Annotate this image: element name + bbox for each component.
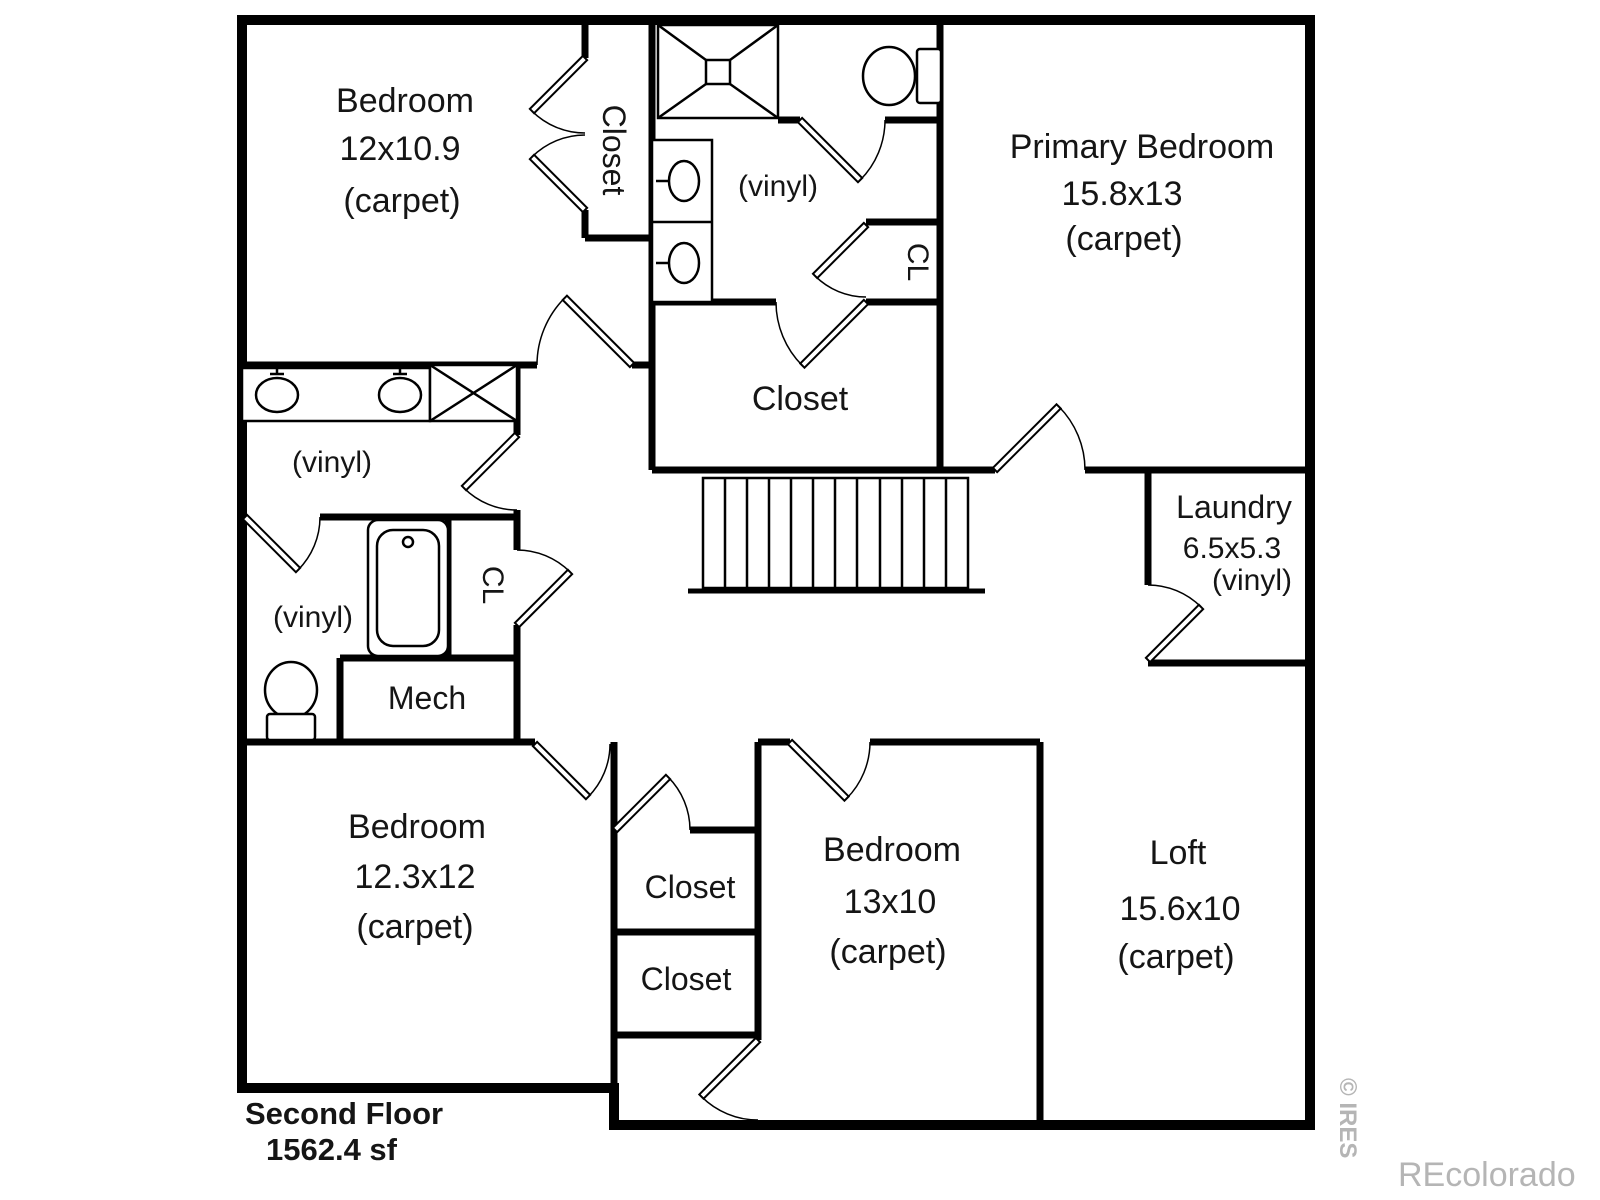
door-swing-arc [463,487,518,511]
label-closet-cl-top: CL [901,243,934,281]
label-primary-closet: Closet [752,380,849,418]
door-swing-arc [814,275,867,298]
door-swing-arc [775,301,803,367]
linen-cabinet [428,363,519,423]
label-bedroom-bottom-middle-floor: (carpet) [829,933,946,971]
label-closet-hall-lower: Closet [641,961,732,997]
label-bedroom-bottom-left-dims: 12.3x12 [355,858,476,896]
label-laundry-dims: 6.5x5.3 [1183,532,1281,565]
label-bedroom-top-left-name: Bedroom [336,82,474,120]
door-panel [991,402,1063,474]
door-panel [531,740,592,801]
door-swing-arc [859,119,886,181]
label-laundry-name: Laundry [1176,489,1292,525]
door-panel [1144,603,1205,664]
label-primary-bedroom-floor: (carpet) [1065,220,1182,258]
watermarks: © IRES REcolorado [1334,1078,1576,1194]
door-panel [528,54,589,115]
door-swing-arc [531,110,586,134]
door-panel [697,1036,762,1101]
label-bedroom-bottom-middle-dims: 13x10 [844,883,937,921]
vanity-double-sink [240,366,432,423]
door-panel [611,773,672,834]
toilet-lower-bath [263,660,319,742]
door-panel [798,298,870,370]
watermark-ires: © IRES [1334,1078,1361,1158]
label-bedroom-top-left-floor: (carpet) [343,182,460,220]
room-labels: Bedroom 12x10.9 (carpet) Closet (vinyl) … [273,82,1292,997]
label-primary-bedroom-name: Primary Bedroom [1010,128,1275,166]
door-panel [528,153,589,214]
label-closet-top-left: Closet [596,105,632,196]
door-panel [811,221,870,280]
door-swing-arc [1058,405,1086,471]
label-closet-cl-lower: CL [476,566,509,604]
staircase [688,476,985,594]
label-laundry-floor: (vinyl) [1212,564,1292,597]
door-panel [786,738,851,803]
label-primary-bedroom-dims: 15.8x13 [1062,175,1183,213]
label-bedroom-bottom-middle-name: Bedroom [823,831,961,869]
label-bedroom-top-left-dims: 12x10.9 [340,130,461,168]
bath-double-sink-counter [650,138,714,304]
floor-title-line1: Second Floor [245,1096,443,1131]
label-lower-bath-floor: (vinyl) [273,601,353,634]
label-loft-dims: 15.6x10 [1120,890,1241,928]
label-bathroom-top-floor: (vinyl) [738,170,818,203]
label-bedroom-bottom-left-name: Bedroom [348,808,486,846]
label-mech: Mech [388,680,466,716]
label-hall-bath-floor: (vinyl) [292,446,372,479]
door-swing-arc [667,776,691,831]
door-panel [460,431,521,492]
door-swing-arc [700,1096,759,1121]
door-symbols [241,54,1205,1121]
door-swing-arc [1147,584,1202,608]
shower [656,23,780,120]
watermark-recolorado: REcolorado [1398,1156,1576,1194]
label-loft-name: Loft [1150,834,1207,872]
door-swing-arc [587,743,611,798]
door-panel [513,568,574,629]
exterior-walls [237,15,1315,1130]
door-panel [241,513,302,574]
floor-title: Second Floor 1562.4 sf [245,1096,443,1167]
door-swing-arc [536,297,566,366]
label-bedroom-bottom-left-floor: (carpet) [356,908,473,946]
door-swing-arc [531,134,586,158]
label-loft-floor: (carpet) [1117,938,1234,976]
floor-title-line2: 1562.4 sf [266,1132,398,1167]
door-panel [561,294,636,369]
door-swing-arc [846,741,871,800]
bathtub [366,518,450,658]
label-closet-hall-upper: Closet [645,869,736,905]
toilet-top-bath [861,45,943,107]
door-swing-arc [516,549,571,573]
door-swing-arc [297,516,321,571]
